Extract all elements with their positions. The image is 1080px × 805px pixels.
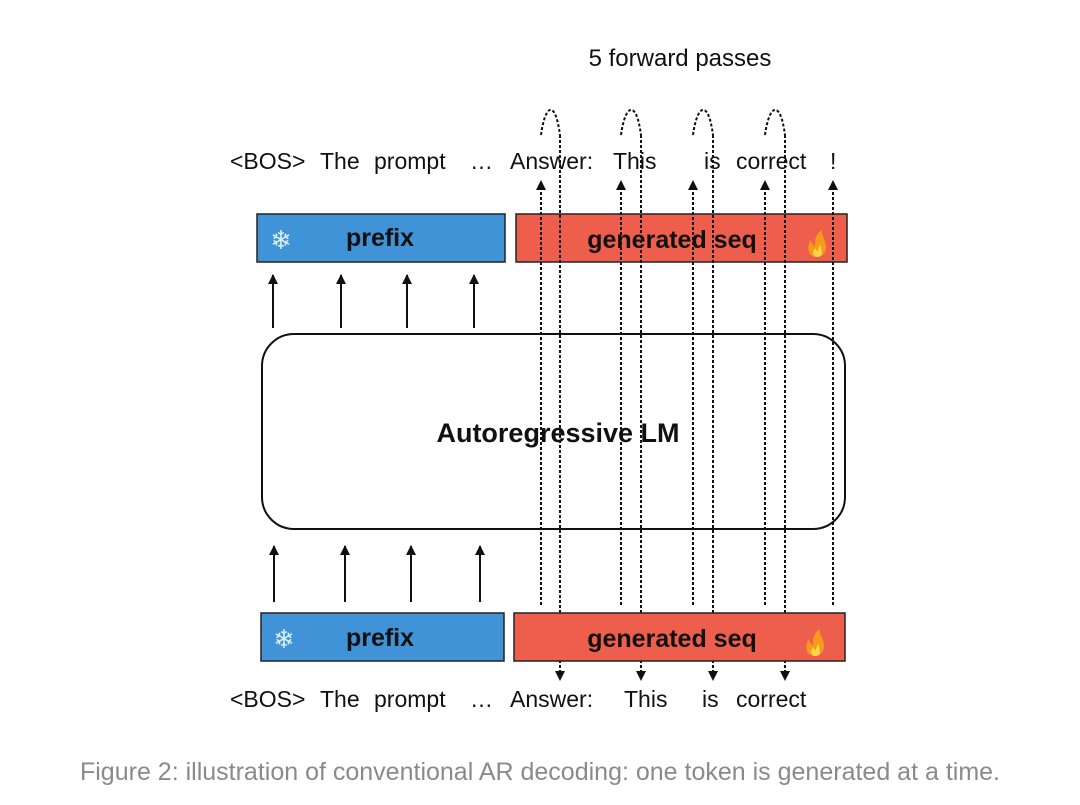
bottom-prefix-box: ❄ prefix xyxy=(260,612,505,662)
prefix-to-lm-arrows xyxy=(269,545,485,602)
top-token-this: This xyxy=(613,148,656,174)
loop-arc-4 xyxy=(764,108,786,136)
fire-icon xyxy=(806,629,824,656)
autoregressive-lm-box xyxy=(261,333,846,530)
output-token-row: <BOS> The prompt … Answer: This is corre… xyxy=(230,148,836,174)
bottom-token-is: is xyxy=(702,686,719,712)
prefix-label: prefix xyxy=(346,224,414,252)
bottom-token-the: The xyxy=(320,686,360,712)
generated-seq-label: generated seq xyxy=(587,625,757,653)
loop-arc-1 xyxy=(540,108,561,136)
bottom-token-bos: <BOS> xyxy=(230,686,305,712)
bottom-token-ellipsis: … xyxy=(470,686,493,712)
bottom-token-correct: correct xyxy=(736,686,807,712)
top-token-bos: <BOS> xyxy=(230,148,305,174)
generated-seq-label: generated seq xyxy=(587,226,757,254)
lm-to-prefix-arrows xyxy=(268,274,479,328)
figure-caption: Figure 2: illustration of conventional A… xyxy=(79,758,1000,786)
forward-passes-label: 5 forward passes xyxy=(589,45,772,72)
loop-arc-2 xyxy=(620,108,642,136)
top-token-the: The xyxy=(320,148,360,174)
forward-pass-loops xyxy=(540,108,786,136)
top-token-prompt: prompt xyxy=(374,148,446,174)
snowflake-icon: ❄ xyxy=(270,226,292,256)
top-token-exclamation: ! xyxy=(830,148,836,174)
top-token-correct: correct xyxy=(736,148,807,174)
snowflake-icon: ❄ xyxy=(273,625,295,655)
loop-arc-3 xyxy=(692,108,714,136)
forward-pass-up-lines xyxy=(536,180,838,605)
bottom-token-answer: Answer: xyxy=(510,686,593,712)
top-generated-box: generated seq xyxy=(515,213,848,263)
top-prefix-box: ❄ prefix xyxy=(256,213,506,263)
top-token-ellipsis: … xyxy=(470,148,493,174)
forward-pass-down-lines xyxy=(555,135,790,681)
prefix-label: prefix xyxy=(346,624,414,652)
bottom-generated-box: generated seq xyxy=(513,612,846,662)
top-token-answer: Answer: xyxy=(510,148,593,174)
input-token-row: <BOS> The prompt … Answer: This is corre… xyxy=(230,686,807,712)
lm-label: Autoregressive LM xyxy=(436,418,679,448)
bottom-token-this: This xyxy=(624,686,667,712)
fire-icon xyxy=(808,230,826,257)
bottom-token-prompt: prompt xyxy=(374,686,446,712)
